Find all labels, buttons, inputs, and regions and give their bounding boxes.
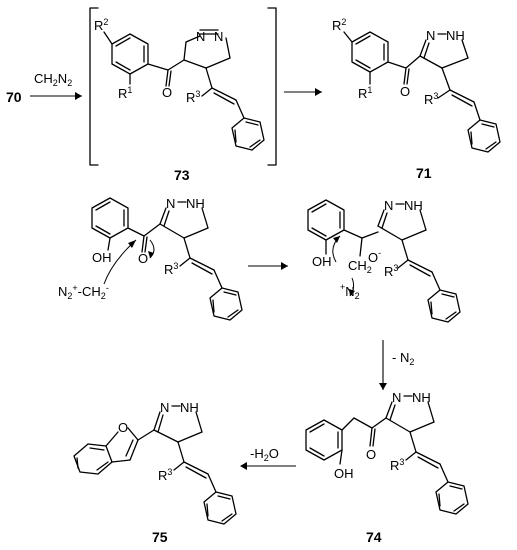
phenol-ring-74 xyxy=(305,419,343,461)
bracket-right xyxy=(267,7,277,166)
arrowhead-adduct-to-74 xyxy=(379,383,387,390)
phenyl-ring-73 xyxy=(231,117,265,151)
phenyl-ring-75 xyxy=(203,491,237,525)
phenol-ring-adduct xyxy=(307,199,345,241)
molecule-74 xyxy=(305,395,469,515)
nh-attack: NH xyxy=(186,196,205,211)
reagent-ch2n2: CH2N2 xyxy=(34,71,72,88)
oh-attack: OH xyxy=(92,250,112,265)
curly-arrowhead-adduct-1 xyxy=(333,236,340,243)
nh-adduct: NH xyxy=(404,198,423,213)
ch2-adduct: CH2 xyxy=(348,258,372,275)
ominus-adduct: O- xyxy=(368,248,381,265)
r1-71: R1 xyxy=(358,85,372,101)
arrowhead-attack-to-adduct xyxy=(281,262,288,270)
r3-attack: R3 xyxy=(164,261,178,277)
n1-73: N xyxy=(196,29,205,44)
aryl-ring-73 xyxy=(111,33,149,75)
nh-71: NH xyxy=(446,28,465,43)
nh-74: NH xyxy=(412,390,431,405)
arrowhead-70-to-73 xyxy=(75,92,82,100)
molecule-71 xyxy=(343,31,501,153)
carbonyl-o-71: O xyxy=(400,84,410,99)
n-adduct: N xyxy=(384,198,393,213)
reagent-minus-h2o: -H2O xyxy=(250,446,279,463)
aryl-ring-71 xyxy=(351,31,389,73)
n-attack: N xyxy=(166,196,175,211)
carbonyl-o-attack: O xyxy=(138,251,148,266)
n-75: N xyxy=(160,400,169,415)
r3-adduct: R3 xyxy=(384,263,398,279)
r3-74: R3 xyxy=(390,457,404,473)
phenol-ring-attack xyxy=(91,197,129,239)
r2-73: R2 xyxy=(94,17,108,33)
compound-label-74: 74 xyxy=(366,529,382,545)
diazomethane-species: N2+-CH2- xyxy=(58,283,109,301)
n-74: N xyxy=(392,390,401,405)
molecule-adduct xyxy=(307,199,461,323)
arrowhead-74-to-75 xyxy=(240,462,247,470)
phenyl-ring-71 xyxy=(467,119,501,153)
compound-label-71: 71 xyxy=(416,165,432,181)
molecule-75 xyxy=(73,405,237,525)
oh-adduct: OH xyxy=(312,254,332,269)
arrowhead-73-to-71 xyxy=(315,88,322,96)
r1-73: R1 xyxy=(118,85,132,101)
oh-74: OH xyxy=(334,466,354,481)
r3-73: R3 xyxy=(186,89,200,105)
phenyl-ring-adduct xyxy=(427,289,461,323)
curly-arrow-carbonyl xyxy=(149,239,155,259)
compound-label-70: 70 xyxy=(6,89,22,105)
curly-arrowhead-attack xyxy=(128,240,136,248)
phenyl-ring-attack xyxy=(209,287,243,321)
phenyl-ring-74 xyxy=(435,481,469,515)
r2-71: R2 xyxy=(332,17,346,33)
compound-label-73: 73 xyxy=(174,167,190,183)
carbonyl-o-74: O xyxy=(366,447,376,462)
furan-o-75: O xyxy=(118,420,128,435)
molecule-attack xyxy=(91,197,243,321)
r3-75: R3 xyxy=(158,467,172,483)
molecule-73 xyxy=(103,29,265,151)
bracket-left xyxy=(89,7,99,166)
svg-text:CH2N2: CH2N2 xyxy=(34,71,72,88)
compound-label-75: 75 xyxy=(152,529,168,545)
carbonyl-o-73: O xyxy=(162,85,172,100)
nh-75: NH xyxy=(180,400,199,415)
r3-71: R3 xyxy=(424,91,438,107)
n2-73: N xyxy=(214,29,223,44)
n-71: N xyxy=(426,28,435,43)
reagent-minus-n2: - N2 xyxy=(392,350,414,367)
curly-arrowhead-adduct-2 xyxy=(349,289,355,296)
curly-arrowhead-carbonyl xyxy=(148,251,154,258)
